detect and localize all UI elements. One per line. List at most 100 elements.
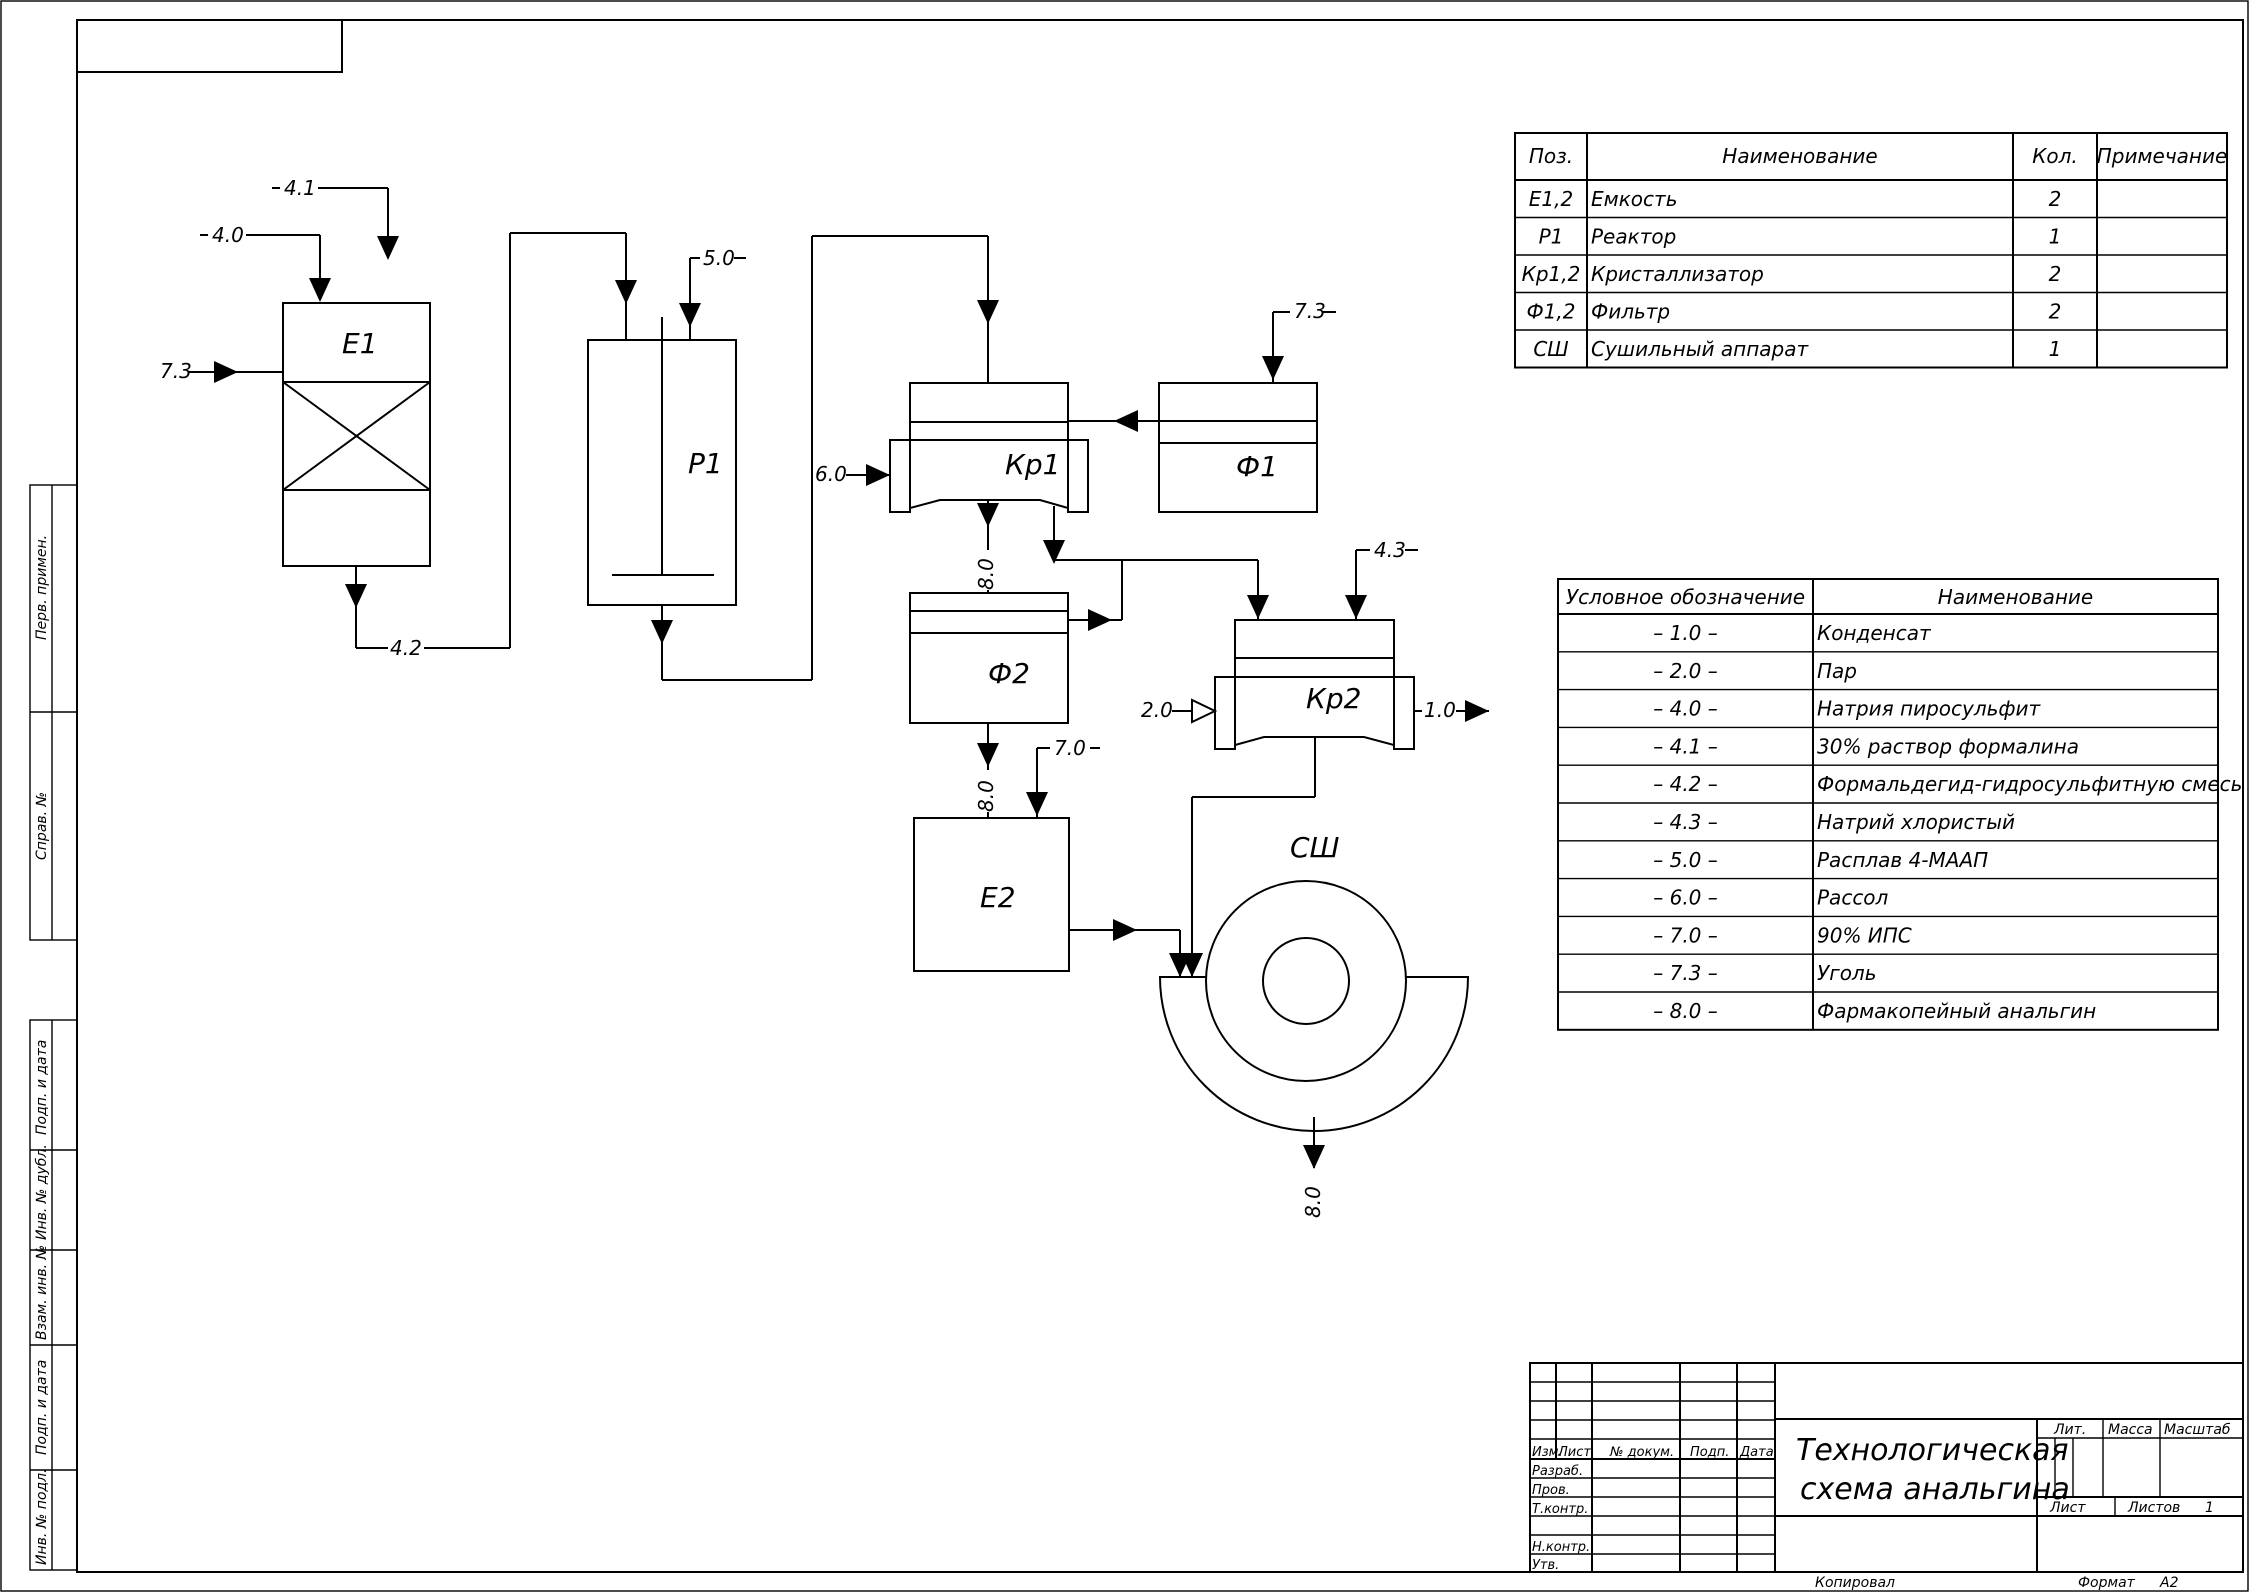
legend-name: Натрий хлористый	[1817, 810, 2015, 834]
filter-f2: Ф2	[909, 592, 1069, 724]
svg-text:8.0: 8.0	[1301, 1186, 1325, 1218]
svg-text:Копировал: Копировал	[1815, 1575, 1895, 1591]
legend-name: Формальдегид-гидросульфитную смесь	[1817, 772, 2242, 796]
side-label-vzam: Взам. инв. №	[34, 1245, 50, 1340]
stream-8-0-f2-e2: 8.0	[974, 723, 999, 818]
spec-pos: P1	[1539, 225, 1564, 249]
svg-text:Лит.: Лит.	[2053, 1422, 2086, 1438]
legend-code: – 4.3 –	[1653, 810, 1718, 834]
spec-qty: 2	[2049, 187, 2062, 211]
svg-text:8.0: 8.0	[974, 558, 998, 590]
label-e2: E2	[980, 881, 1016, 914]
legend-code: – 8.0 –	[1653, 999, 1718, 1023]
svg-text:Дата: Дата	[1739, 1445, 1774, 1460]
legend-name: Рассол	[1817, 886, 1889, 910]
legend-table: Условное обозначение Наименование – 1.0 – К…	[1557, 578, 2242, 1031]
side-label-sprav: Справ. №	[34, 792, 50, 860]
legend-code: – 2.0 –	[1653, 659, 1718, 683]
svg-text:1: 1	[2205, 1500, 2214, 1516]
svg-text:Подп.: Подп.	[1690, 1445, 1729, 1460]
spec-pos: Кр1,2	[1522, 262, 1581, 286]
label-f2: Ф2	[988, 657, 1030, 690]
label-kp2: Кр2	[1306, 682, 1361, 715]
spec-header-2: Кол.	[2032, 144, 2078, 168]
spec-qty: 1	[2049, 337, 2062, 361]
filter-f1: Ф1	[1068, 382, 1318, 513]
drawing-title-line2: схема анальгина	[1800, 1472, 2070, 1507]
svg-text:№ докум.: № докум.	[1609, 1445, 1674, 1460]
spec-qty: 2	[2049, 300, 2062, 324]
legend-name: Натрия пиросульфит	[1817, 697, 2042, 721]
side-label-podp1: Подп. и дата	[34, 1040, 50, 1135]
stream-7-3-e1: 7.3	[160, 359, 283, 383]
svg-text:4.1: 4.1	[284, 176, 316, 200]
svg-text:Утв.: Утв.	[1532, 1558, 1559, 1573]
svg-text:Масштаб: Масштаб	[2164, 1422, 2231, 1438]
spec-header-0: Поз.	[1529, 144, 1573, 168]
title-block-grid	[1530, 1363, 2243, 1572]
vessel-e2: E2	[913, 817, 1191, 977]
spec-pos: E1,2	[1529, 187, 1573, 211]
legend-name: Пар	[1817, 659, 1857, 683]
label-f1: Ф1	[1236, 450, 1278, 483]
legend-name: Уголь	[1817, 961, 1877, 985]
spec-name: Сушильный аппарат	[1591, 337, 1810, 361]
legend-header-1: Наименование	[1938, 585, 2093, 609]
svg-text:6.0: 6.0	[815, 462, 847, 486]
stream-4-1: 4.1	[272, 176, 399, 260]
svg-text:Пров.: Пров.	[1532, 1483, 1570, 1498]
stream-kp1-to-kp2	[1043, 506, 1269, 631]
svg-text:7.0: 7.0	[1054, 736, 1086, 760]
label-kp1: Кр1	[1005, 448, 1060, 481]
legend-name: 90% ИПС	[1817, 923, 1912, 947]
svg-text:Н.контр.: Н.контр.	[1532, 1540, 1590, 1555]
svg-text:4.3: 4.3	[1374, 538, 1406, 562]
spec-name: Фильтр	[1591, 300, 1670, 324]
stream-8-0-kp1-f2: 8.0	[974, 500, 999, 593]
title-block: Изм. Лист № докум. Подп. Дата Разраб. Пр…	[1529, 1362, 2244, 1591]
label-e1: E1	[342, 327, 378, 360]
stream-7-3-f1: 7.3	[1262, 299, 1336, 383]
spec-name: Емкость	[1591, 187, 1677, 211]
spec-header-3: Примечание	[2097, 144, 2228, 168]
label-p1: P1	[688, 447, 723, 480]
drawing-title-line1: Технологическая	[1796, 1433, 2069, 1468]
spec-name: Реактор	[1591, 225, 1676, 249]
top-left-stamp	[76, 19, 343, 73]
svg-text:A2: A2	[2159, 1575, 2179, 1591]
stream-4-3: 4.3	[1345, 538, 1418, 620]
stream-4-0: 4.0	[200, 223, 331, 302]
svg-text:2.0: 2.0	[1141, 698, 1173, 722]
legend-code: – 1.0 –	[1653, 621, 1718, 645]
stream-8-0-product: 8.0	[1301, 1117, 1325, 1218]
stream-1-0: 1.0	[1414, 698, 1489, 722]
legend-name: 30% раствор формалина	[1817, 734, 2079, 758]
stream-4-2: 4.2	[345, 232, 637, 660]
stream-kp2-to-dryer	[1181, 737, 1316, 977]
side-label-perv: Перв. примен.	[34, 535, 50, 640]
legend-code: – 6.0 –	[1653, 886, 1718, 910]
svg-text:Лист: Лист	[2049, 1500, 2086, 1516]
legend-header-0: Условное обозначение	[1566, 585, 1805, 609]
legend-name: Расплав 4-МААП	[1817, 848, 1988, 872]
svg-text:1.0: 1.0	[1424, 698, 1456, 722]
svg-text:Т.контр.: Т.контр.	[1532, 1502, 1588, 1517]
vessel-e1: E1	[282, 302, 431, 567]
legend-name: Конденсат	[1817, 621, 1932, 645]
svg-text:8.0: 8.0	[974, 780, 998, 812]
stream-p1-to-kp1	[651, 235, 999, 681]
legend-name: Фармакопейный анальгин	[1817, 999, 2096, 1023]
svg-text:Масса: Масса	[2108, 1422, 2153, 1438]
crystallizer-kp2: Кр2	[1214, 619, 1415, 750]
reactor-p1: P1	[587, 317, 737, 606]
side-label-inv-podl: Инв. № подл.	[34, 1468, 50, 1565]
legend-code: – 4.2 –	[1653, 772, 1718, 796]
stream-5-0: 5.0	[679, 246, 746, 340]
svg-text:4.2: 4.2	[390, 636, 422, 660]
spec-pos: СШ	[1533, 337, 1568, 361]
svg-text:Формат: Формат	[2078, 1575, 2136, 1591]
stream-6-0: 6.0	[815, 462, 890, 486]
stream-2-0: 2.0	[1141, 698, 1218, 724]
